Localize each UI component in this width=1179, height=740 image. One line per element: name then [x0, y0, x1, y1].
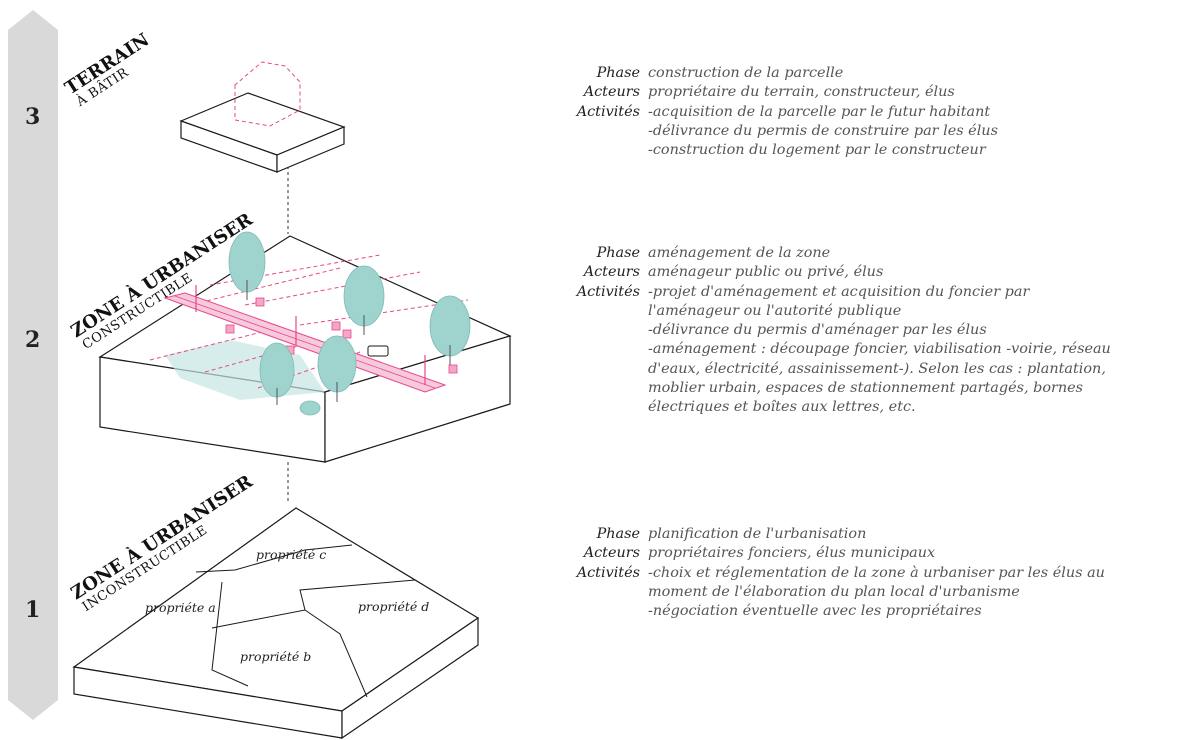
activite-line: moblier urbain, espaces de stationnement…: [648, 380, 1084, 397]
phase-value: construction de la parcelle: [648, 65, 844, 81]
activite-line: -construction du logement par le constru…: [648, 142, 986, 159]
stage-number-3: 3: [25, 104, 40, 130]
road-centerline: [174, 295, 436, 389]
activite-line: -projet d'aménagement et acquisition du …: [648, 283, 1030, 300]
phase-value: planification de l'urbanisation: [648, 526, 867, 542]
property-a-label: propriéte a: [145, 600, 216, 615]
phase-key: Phase: [596, 65, 640, 81]
car-icon: [367, 345, 389, 357]
activite-line: -négociation éventuelle avec les proprié…: [648, 603, 982, 620]
phase-value: aménagement de la zone: [648, 245, 831, 261]
activite-line: moment de l'élaboration du plan local d'…: [648, 583, 1020, 600]
stage-3-description: Phase construction de la parcelle Acteurs…: [548, 64, 1176, 160]
activite-line: d'eaux, électricité, assainissement-). S…: [648, 360, 1106, 377]
tree-trunks: [246, 280, 451, 405]
property-c-label: propriété c: [256, 547, 326, 562]
stage-number-2: 2: [25, 327, 40, 353]
acteurs-value: aménageur public ou privé, élus: [648, 264, 884, 281]
plot-block-3: [179, 92, 346, 173]
activite-line: -délivrance du permis de construire par …: [648, 122, 998, 139]
road-furniture: [225, 297, 458, 374]
phase-key: Phase: [596, 526, 640, 542]
acteurs-value: propriétaire du terrain, constructeur, é…: [648, 84, 955, 101]
activite-line: électriques et boîtes aux lettres, etc.: [648, 399, 916, 416]
phase-key: Phase: [596, 245, 640, 261]
acteurs-key: Acteurs: [583, 84, 640, 101]
stage-number-1: 1: [25, 597, 40, 623]
acteurs-key: Acteurs: [583, 264, 640, 281]
trees: [228, 231, 471, 416]
activite-line: -aménagement : découpage foncier, viabil…: [648, 341, 1111, 358]
property-d-label: propriété d: [358, 599, 429, 614]
property-boundaries: [195, 544, 416, 698]
activites-key: Activités: [576, 103, 640, 120]
activite-line: -délivrance du permis d'aménager par les…: [648, 322, 987, 339]
activite-line: -choix et réglementation de la zone à ur…: [648, 564, 1105, 581]
zone-block-1: [72, 507, 480, 740]
activite-line: l'aménageur ou l'autorité publique: [648, 302, 902, 319]
activites-key: Activités: [576, 283, 640, 300]
acteurs-value: propriétaires fonciers, élus municipaux: [648, 545, 936, 562]
activite-line: -acquisition de la parcelle par le futur…: [648, 103, 991, 120]
activites-key: Activités: [576, 564, 640, 581]
progression-arrow: [8, 10, 58, 720]
stage-2-description: Phase aménagement de la zone Acteurs aména…: [548, 244, 1176, 418]
acteurs-key: Acteurs: [583, 545, 640, 562]
street-lamps: [195, 285, 426, 385]
stage-1-description: Phase planification de l'urbanisation Act…: [548, 525, 1176, 621]
property-b-label: propriété b: [240, 649, 311, 664]
